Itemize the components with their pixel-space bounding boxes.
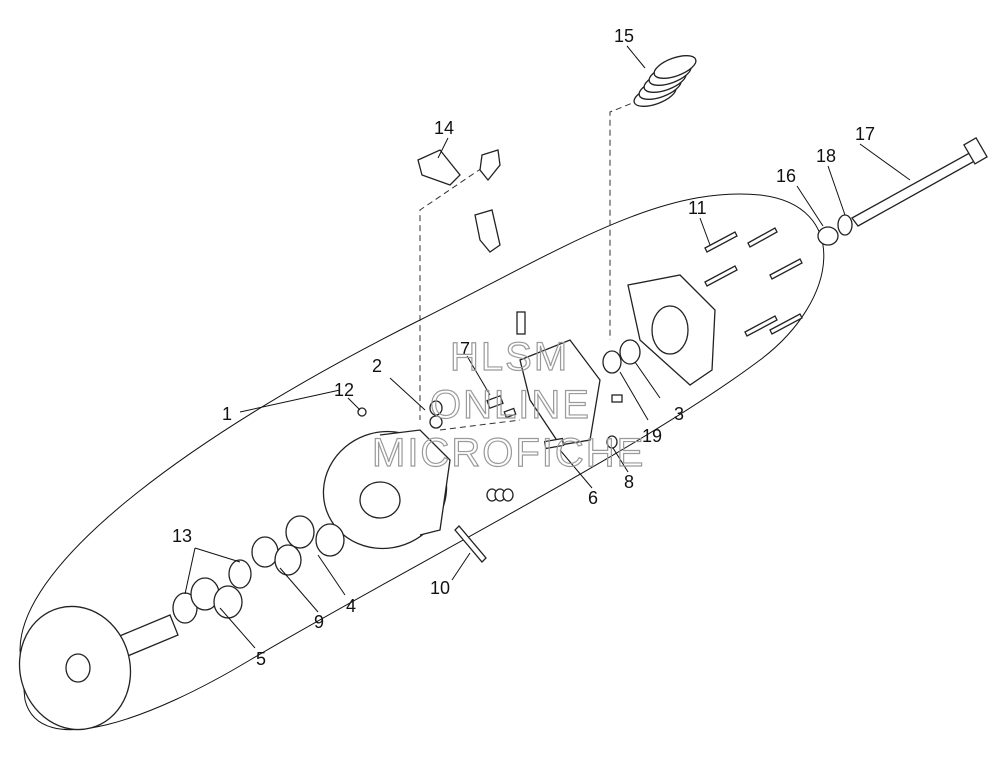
label-19: 19 (642, 426, 662, 446)
bushing-part-4 (285, 515, 345, 557)
label-16: 16 (776, 166, 796, 186)
label-17: 17 (855, 124, 875, 144)
label-5: 5 (256, 649, 266, 669)
guide-line-15 (609, 99, 641, 340)
label-3: 3 (674, 404, 684, 424)
sleeve-part-9 (251, 536, 302, 576)
guide-line-14 (419, 167, 483, 420)
guide-line-pin (439, 419, 521, 431)
label-7: 7 (460, 339, 470, 359)
fixed-sheave (18, 605, 179, 731)
spider-assembly (516, 311, 601, 446)
watermark-line-3: MICROFICHE (372, 431, 645, 475)
label-18: 18 (816, 146, 836, 166)
label-1: 1 (222, 404, 232, 424)
leader-lines (184, 45, 911, 649)
label-14: 14 (434, 118, 454, 138)
label-11: 11 (688, 198, 707, 218)
bushing-part-5 (190, 577, 243, 619)
label-9: 9 (314, 612, 324, 632)
cam-weights-part-14 (417, 149, 501, 253)
watermark-line-1: HLSM (450, 335, 569, 379)
label-15: 15 (614, 26, 634, 46)
bolt-part-17 (851, 136, 988, 227)
cover-plate (627, 274, 716, 386)
watermark-line-2: ONLINE (430, 383, 591, 427)
assembly-outline (19, 193, 825, 731)
label-4: 4 (346, 596, 356, 616)
label-12: 12 (334, 380, 354, 400)
bolts-part-11 (704, 227, 803, 337)
label-6: 6 (588, 488, 598, 508)
washer-part-18 (837, 214, 853, 236)
label-8: 8 (624, 472, 634, 492)
ring-part-19 (602, 350, 622, 374)
pin-part-10 (454, 525, 487, 563)
bushing-part-3 (619, 339, 641, 365)
nut-part-16 (817, 226, 839, 246)
rings-part-13 (172, 559, 252, 624)
spring-part-15 (633, 55, 697, 107)
label-10: 10 (430, 578, 450, 598)
label-2: 2 (372, 356, 382, 376)
moveable-sheave (322, 429, 451, 550)
label-13: 13 (172, 526, 192, 546)
small-parts (357, 394, 623, 502)
